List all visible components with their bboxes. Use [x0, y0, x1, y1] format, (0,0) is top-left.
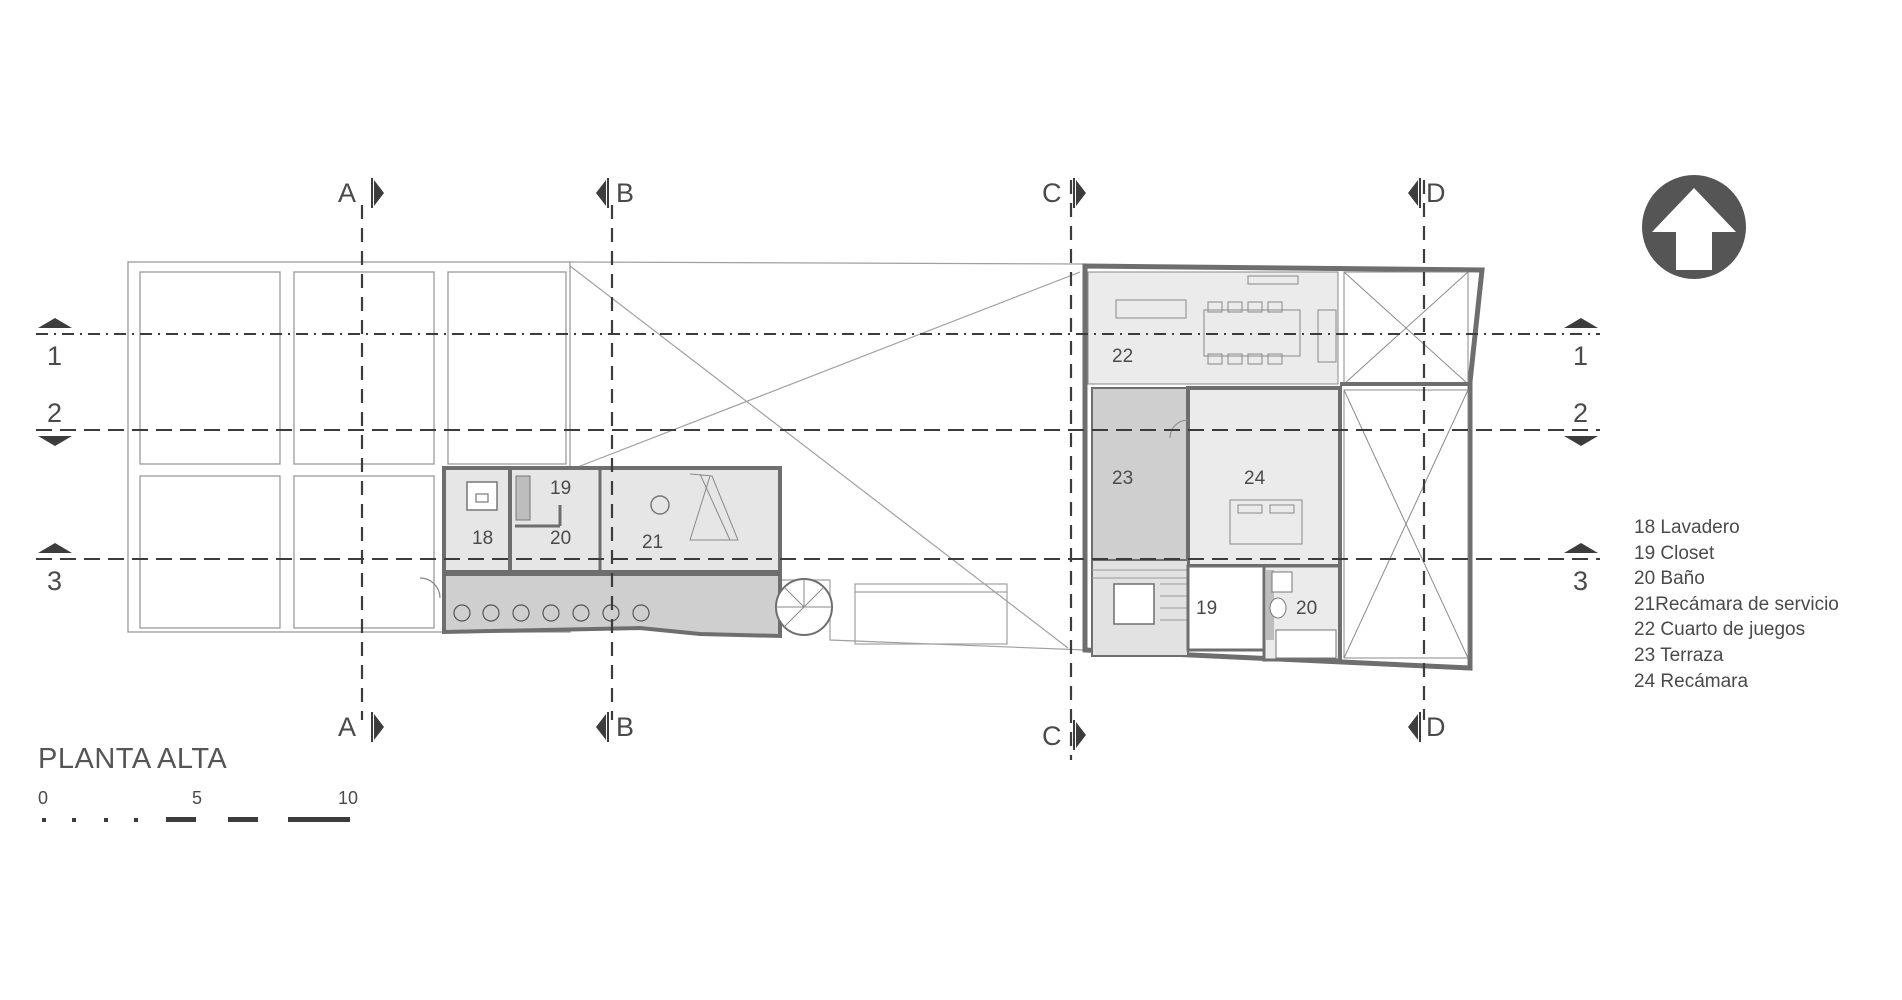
legend-item: 24 Recámara — [1634, 670, 1749, 692]
legend-item: 19 Closet — [1634, 542, 1715, 564]
section-marker-c-top: C — [1042, 178, 1086, 208]
svg-text:2: 2 — [1573, 398, 1588, 428]
plan-title: PLANTA ALTA — [38, 743, 228, 775]
svg-text:B: B — [616, 178, 634, 208]
service-wing — [419, 466, 833, 639]
room-number-22: 22 — [1112, 346, 1133, 367]
room-number-19-main: 19 — [1196, 598, 1217, 619]
section-marker-d-top: D — [1408, 178, 1446, 208]
room-number-20-main: 20 — [1296, 598, 1317, 619]
svg-text:B: B — [616, 712, 634, 742]
legend-item: 23 Terraza — [1634, 644, 1724, 666]
svg-text:A: A — [338, 178, 356, 208]
void-area — [569, 261, 1086, 651]
svg-text:3: 3 — [47, 566, 62, 596]
room-number-23: 23 — [1112, 468, 1133, 489]
room-number-18: 18 — [472, 528, 493, 549]
legend-item: 22 Cuarto de juegos — [1634, 619, 1806, 641]
axis-marker-1-left: 1 — [38, 318, 72, 371]
room-number-24: 24 — [1244, 468, 1266, 489]
svg-text:1: 1 — [1573, 341, 1588, 371]
main-block — [1082, 263, 1485, 671]
section-marker-c-bottom: C — [1042, 720, 1086, 751]
axis-marker-3-right: 3 — [1564, 543, 1598, 596]
section-lines — [360, 180, 1426, 760]
axis-lines — [36, 333, 1600, 560]
svg-text:1: 1 — [47, 341, 62, 371]
section-marker-d-bottom: D — [1408, 712, 1446, 742]
axis-marker-1-right: 1 — [1564, 318, 1598, 371]
section-marker-a-bottom: A — [338, 712, 384, 742]
svg-text:C: C — [1042, 721, 1062, 751]
legend-item: 18 Lavadero — [1634, 517, 1740, 538]
scale-bar: 0 5 10 — [38, 788, 358, 822]
north-arrow-icon — [1642, 175, 1746, 279]
section-marker-a-top: A — [338, 178, 384, 208]
axis-marker-2-right: 2 — [1564, 398, 1598, 446]
svg-text:A: A — [338, 712, 356, 742]
svg-text:10: 10 — [338, 788, 358, 808]
section-marker-b-top: B — [596, 178, 634, 208]
legend-item: 20 Baño — [1634, 568, 1705, 590]
legend-item: 21Recámara de servicio — [1634, 593, 1839, 615]
svg-text:D: D — [1426, 712, 1446, 742]
axis-marker-2-left: 2 — [38, 398, 72, 446]
room-number-19: 19 — [550, 478, 571, 499]
courtyard-grid — [127, 261, 571, 633]
svg-text:5: 5 — [192, 788, 202, 808]
svg-text:3: 3 — [1573, 566, 1588, 596]
svg-text:D: D — [1426, 178, 1446, 208]
section-marker-b-bottom: B — [596, 712, 634, 742]
room-legend: 18 Lavadero 19 Closet 20 Baño 21Recámara… — [1634, 515, 1839, 694]
svg-text:C: C — [1042, 178, 1062, 208]
svg-text:0: 0 — [38, 788, 48, 808]
svg-text:2: 2 — [47, 398, 62, 428]
room-number-21: 21 — [642, 532, 663, 553]
axis-marker-3-left: 3 — [38, 543, 72, 596]
room-number-20: 20 — [550, 528, 571, 549]
